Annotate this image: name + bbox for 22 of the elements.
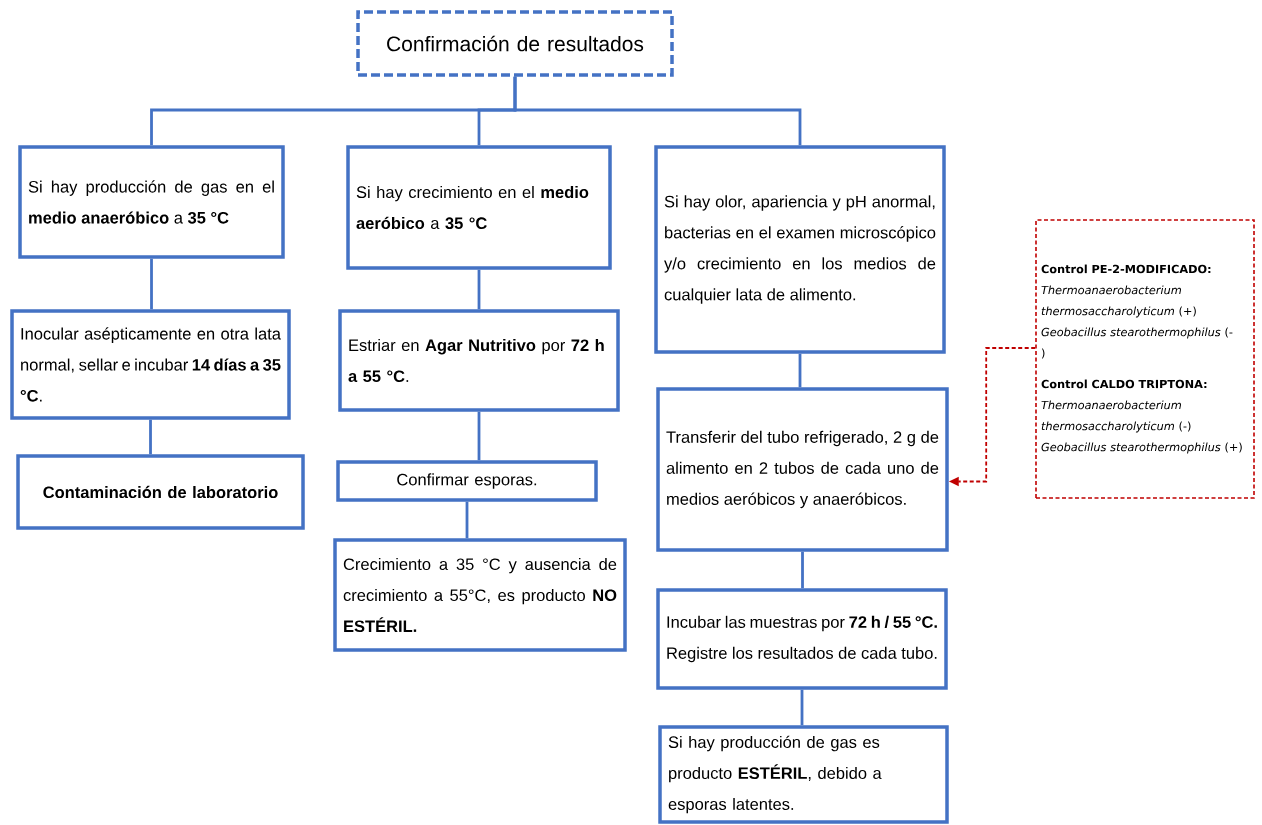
connector-line <box>150 258 153 310</box>
connector-line <box>513 76 802 146</box>
process-box: Incubar las muestras por 72 h / 55 °C. Registre los resultados de cada tubo. <box>656 588 948 690</box>
title-box: Confirmación de resultados <box>356 10 674 77</box>
connector-line <box>801 551 804 589</box>
connector-line <box>800 689 804 726</box>
process-box: Estriar en Agar Nutritivo por 72 h a 55 °C. <box>338 309 620 412</box>
process-box: Inocular asépticamente en otra lata normal, sellar e incubar 14 días a 35 °C. <box>10 309 291 420</box>
process-box: Contaminación de laboratorio <box>16 454 305 530</box>
process-box: Si hay producción de gas en el medio anaeróbico a 35 °C <box>18 145 285 259</box>
connector-line <box>149 419 152 455</box>
note-box: Control PE-2-MODIFICADO: Thermoanaerobacterium thermosaccharolyticum (+) Geobacillus stearothermophilus (-) Control CALDO TRIPTONA: Thermoanaerobacterium thermosaccharolyticum (-) Geobacillus stearothermophilus (+) <box>1035 219 1255 499</box>
connector-line <box>477 269 481 310</box>
process-box: Si hay crecimiento en el medio aeróbico a 35 °C <box>346 145 612 270</box>
process-box: Confirmar esporas. <box>336 460 598 502</box>
process-box: Transferir del tubo refrigerado, 2 g de alimento en 2 tubos de cada uno de medios aeróbicos y anaeróbicos. <box>656 387 949 552</box>
connector-line <box>798 353 802 388</box>
process-box: Si hay producción de gas es producto ESTÉRIL, debido a esporas latentes. <box>658 725 949 824</box>
process-box: Si hay olor, apariencia y pH anormal, bacterias en el examen microscópico y/o crecimiento en los medios de cualquier lata de alimento. <box>654 145 946 354</box>
connector-line <box>477 411 481 461</box>
connector-line <box>465 501 469 539</box>
process-box: Crecimiento a 35 °C y ausencia de crecimiento a 55°C, es producto NO ESTÉRIL. <box>333 538 627 652</box>
